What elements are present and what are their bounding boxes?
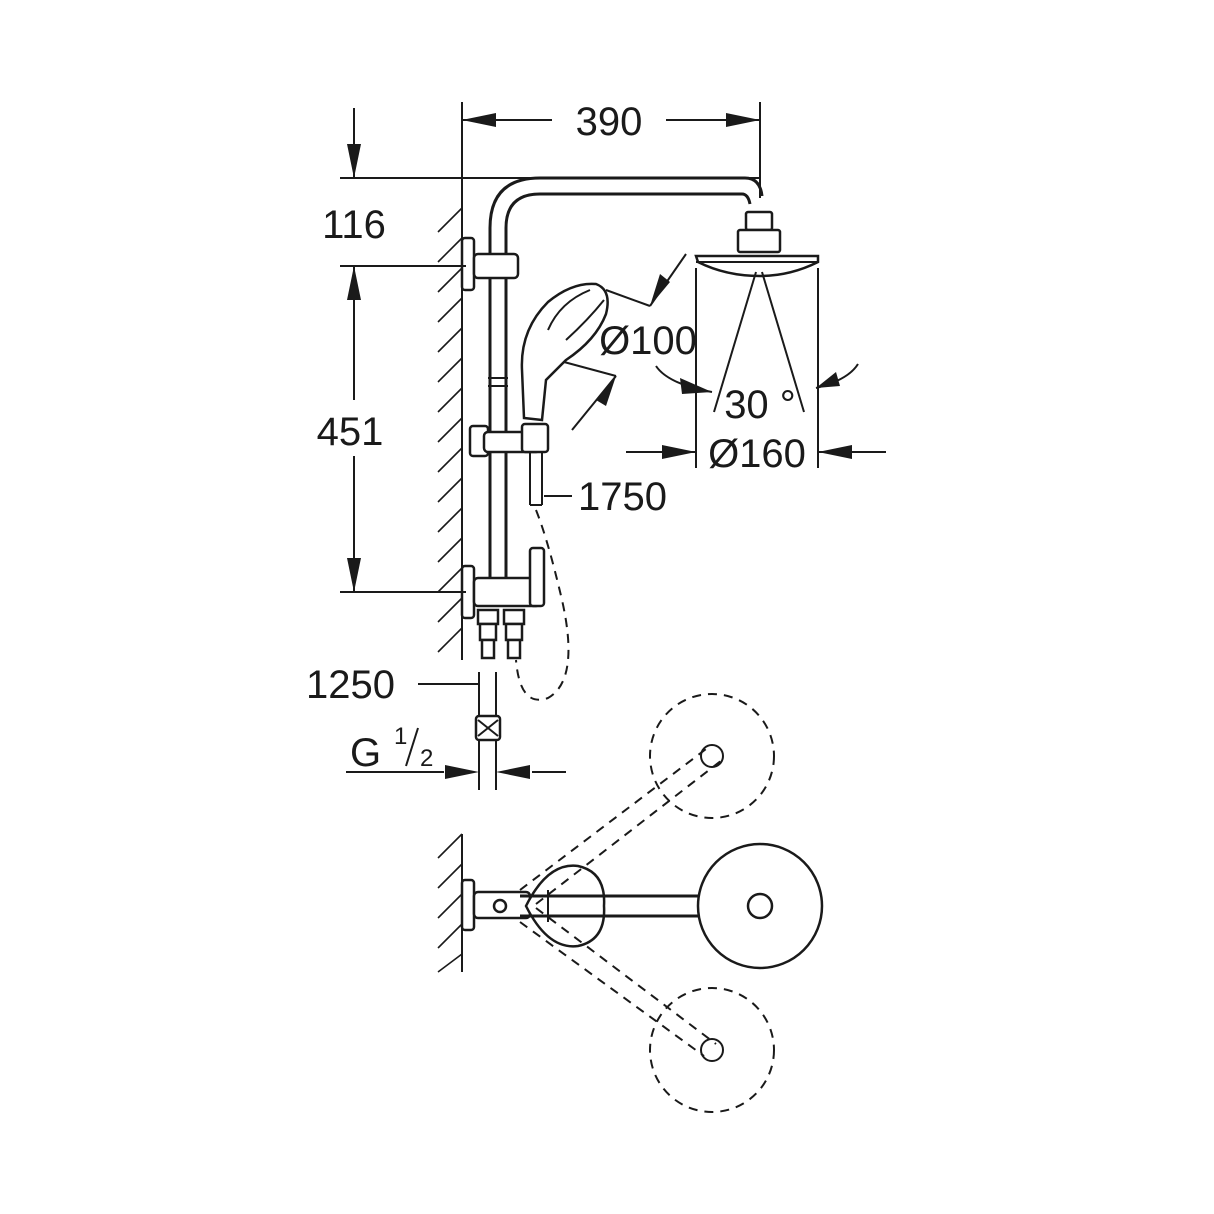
dimension-116: 116 [322,108,760,247]
shower-rail [488,176,764,580]
hose-section [474,672,502,790]
thread-prefix-label: G [350,731,381,775]
dimension-hand-shower-diameter: Ø100 [563,253,697,431]
head-shower [694,210,820,278]
outlet-connectors [476,608,526,660]
hand-shower [520,282,609,422]
dimension-head-shower-diameter-label: Ø160 [708,432,806,476]
dimension-hose-length-label: 1250 [306,663,395,707]
dimension-thread: G 1 2 [346,723,566,779]
dimension-hand-shower-diameter-label: Ø100 [599,319,697,363]
wall-top-view [437,833,463,973]
upper-wall-bracket [460,236,520,292]
thread-denominator-label: 2 [420,745,433,772]
dimension-head-shower-diameter: Ø160 [626,268,886,476]
dimension-rail-length: 1750 [544,475,667,519]
top-view-head-shower [696,842,824,970]
dimension-rail-length-label: 1750 [578,475,667,519]
dimension-451: 451 [317,265,466,593]
lower-wall-bracket [460,564,542,620]
dimension-116-label: 116 [322,203,386,247]
thread-numerator-label: 1 [394,723,407,750]
dimension-390-label: 390 [576,100,643,144]
dimension-390: 390 [461,100,761,208]
rail-lower-holder [528,546,546,608]
top-view-mount [460,878,532,932]
swivel-position-upper [519,693,775,905]
hand-shower-holder [468,422,550,506]
dimension-451-label: 451 [317,410,384,454]
swivel-position-lower [519,907,775,1113]
shower-hose [515,509,570,701]
dimension-hose-length: 1250 [306,663,478,707]
dimension-swivel-angle-label: 30 ° [724,383,796,427]
